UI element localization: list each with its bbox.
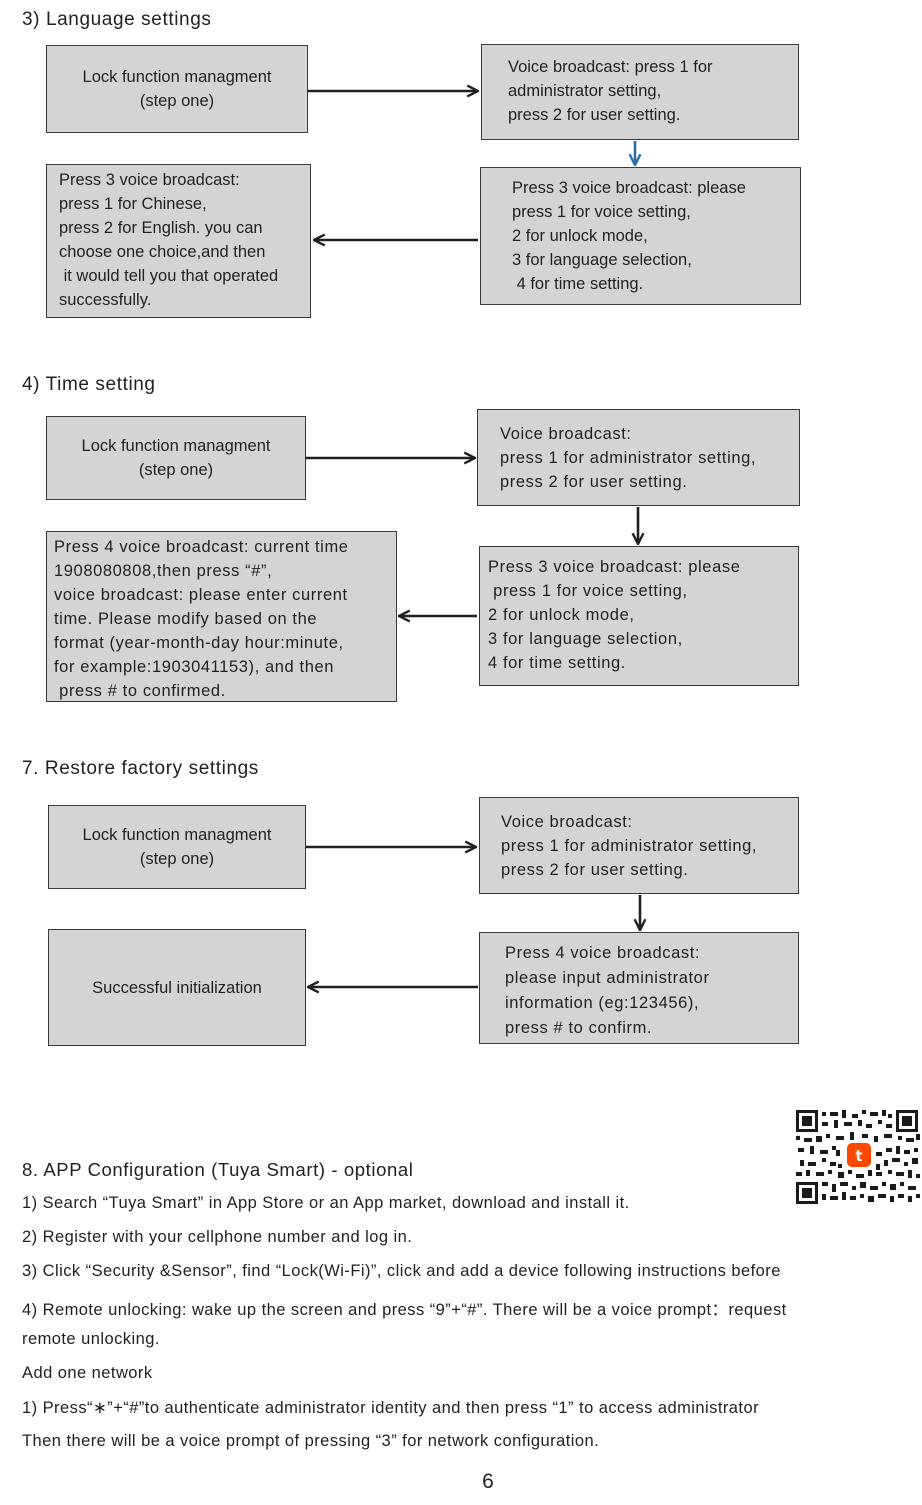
app-step-line: 3) Click “Security &Sensor”, find “Lock(… <box>22 1262 781 1280</box>
box-line: Press 4 voice broadcast: <box>505 944 701 962</box>
box-line: Lock function managment <box>82 68 272 86</box>
qr-code-graphic: t <box>796 1110 922 1204</box>
box-line: press 1 for voice setting, <box>488 582 688 600</box>
box-line: (step one) <box>139 850 215 868</box>
box-line: time. Please modify based on the <box>54 610 318 628</box>
box-line: press 1 for Chinese, <box>59 195 207 213</box>
s3-step-one-box: Lock function managment (step one) <box>46 45 308 133</box>
app-step-line: Then there will be a voice prompt of pre… <box>22 1432 600 1450</box>
s3-language-box: Press 3 voice broadcast: press 1 for Chi… <box>46 164 311 318</box>
box-line: press 1 for administrator setting, <box>501 837 758 855</box>
box-line: Lock function managment <box>81 437 271 455</box>
box-line: Press 3 voice broadcast: please <box>488 558 741 576</box>
box-line: press 2 for user setting. <box>508 106 681 124</box>
box-line: Voice broadcast: <box>500 425 632 443</box>
section-8-heading: 8. APP Configuration (Tuya Smart) - opti… <box>22 1159 414 1180</box>
tuya-logo-icon <box>847 1143 871 1167</box>
box-line: successfully. <box>59 291 152 309</box>
app-step-line: 1) Press“∗”+“#”to authenticate administr… <box>22 1399 760 1417</box>
page-number: 6 <box>482 1470 494 1493</box>
box-line: press # to confirm. <box>505 1019 653 1037</box>
s4-voice-box: Voice broadcast: press 1 for administrat… <box>477 409 800 506</box>
box-line: 2 for unlock mode, <box>512 227 648 245</box>
box-line: (step one) <box>138 461 214 479</box>
s4-time-box: Press 4 voice broadcast: current time 19… <box>46 531 397 702</box>
box-line: 1908080808,then press “#”, <box>54 562 273 580</box>
box-line: Voice broadcast: <box>501 813 633 831</box>
box-line: press 2 for English. you can <box>59 219 263 237</box>
app-step-line: Add one network <box>22 1364 153 1382</box>
tuya-qr-code-icon: t <box>796 1110 922 1204</box>
box-line: Press 3 voice broadcast: please <box>512 179 746 197</box>
box-line: voice broadcast: please enter current <box>54 586 348 604</box>
box-line: information (eg:123456), <box>505 994 700 1012</box>
box-line: press 2 for user setting. <box>500 473 688 491</box>
box-line: 4 for time setting. <box>512 275 644 293</box>
section-4-heading: 4) Time setting <box>22 374 156 395</box>
section-3-heading: 3) Language settings <box>22 9 212 30</box>
app-step-line: 1) Search “Tuya Smart” in App Store or a… <box>22 1194 630 1212</box>
box-line: Press 3 voice broadcast: <box>59 171 240 189</box>
box-line: (step one) <box>139 92 215 110</box>
box-line: press # to confirmed. <box>54 682 226 700</box>
box-line: format (year-month-day hour:minute, <box>54 634 344 652</box>
box-line: 3 for language selection, <box>488 630 683 648</box>
box-line: press 2 for user setting. <box>501 861 689 879</box>
s4-step-one-box: Lock function managment (step one) <box>46 416 306 500</box>
box-line: 2 for unlock mode, <box>488 606 635 624</box>
box-line: please input administrator <box>505 969 710 987</box>
s3-voice-box: Voice broadcast: press 1 for administrat… <box>481 44 799 140</box>
box-line: administrator setting, <box>508 82 662 100</box>
app-step-line: 2) Register with your cellphone number a… <box>22 1228 413 1246</box>
section-7-heading: 7. Restore factory settings <box>22 758 259 779</box>
box-line: 4 for time setting. <box>488 654 626 672</box>
box-line: Press 4 voice broadcast: current time <box>54 538 349 556</box>
box-line: 3 for language selection, <box>512 251 692 269</box>
box-line: press 1 for voice setting, <box>512 203 691 221</box>
box-line: press 1 for administrator setting, <box>500 449 757 467</box>
s4-press3-box: Press 3 voice broadcast: please press 1 … <box>479 546 799 686</box>
box-line: for example:1903041153), and then <box>54 658 335 676</box>
box-line: it would tell you that operated <box>59 267 279 285</box>
box-line: Successful initialization <box>92 978 262 997</box>
s3-press3-box: Press 3 voice broadcast: please press 1 … <box>480 167 801 305</box>
s7-voice-box: Voice broadcast: press 1 for administrat… <box>479 797 799 894</box>
box-line: Voice broadcast: press 1 for <box>508 58 713 76</box>
app-step-line: remote unlocking. <box>22 1330 160 1348</box>
s7-step-one-box: Lock function managment (step one) <box>48 805 306 889</box>
s7-press4-box: Press 4 voice broadcast: please input ad… <box>479 932 799 1044</box>
box-line: choose one choice,and then <box>59 243 266 261</box>
box-line: Lock function managment <box>82 826 272 844</box>
s7-success-box: Successful initialization <box>48 929 306 1046</box>
svg-text:t: t <box>855 1147 862 1165</box>
app-step-line: 4) Remote unlocking: wake up the screen … <box>22 1301 787 1319</box>
